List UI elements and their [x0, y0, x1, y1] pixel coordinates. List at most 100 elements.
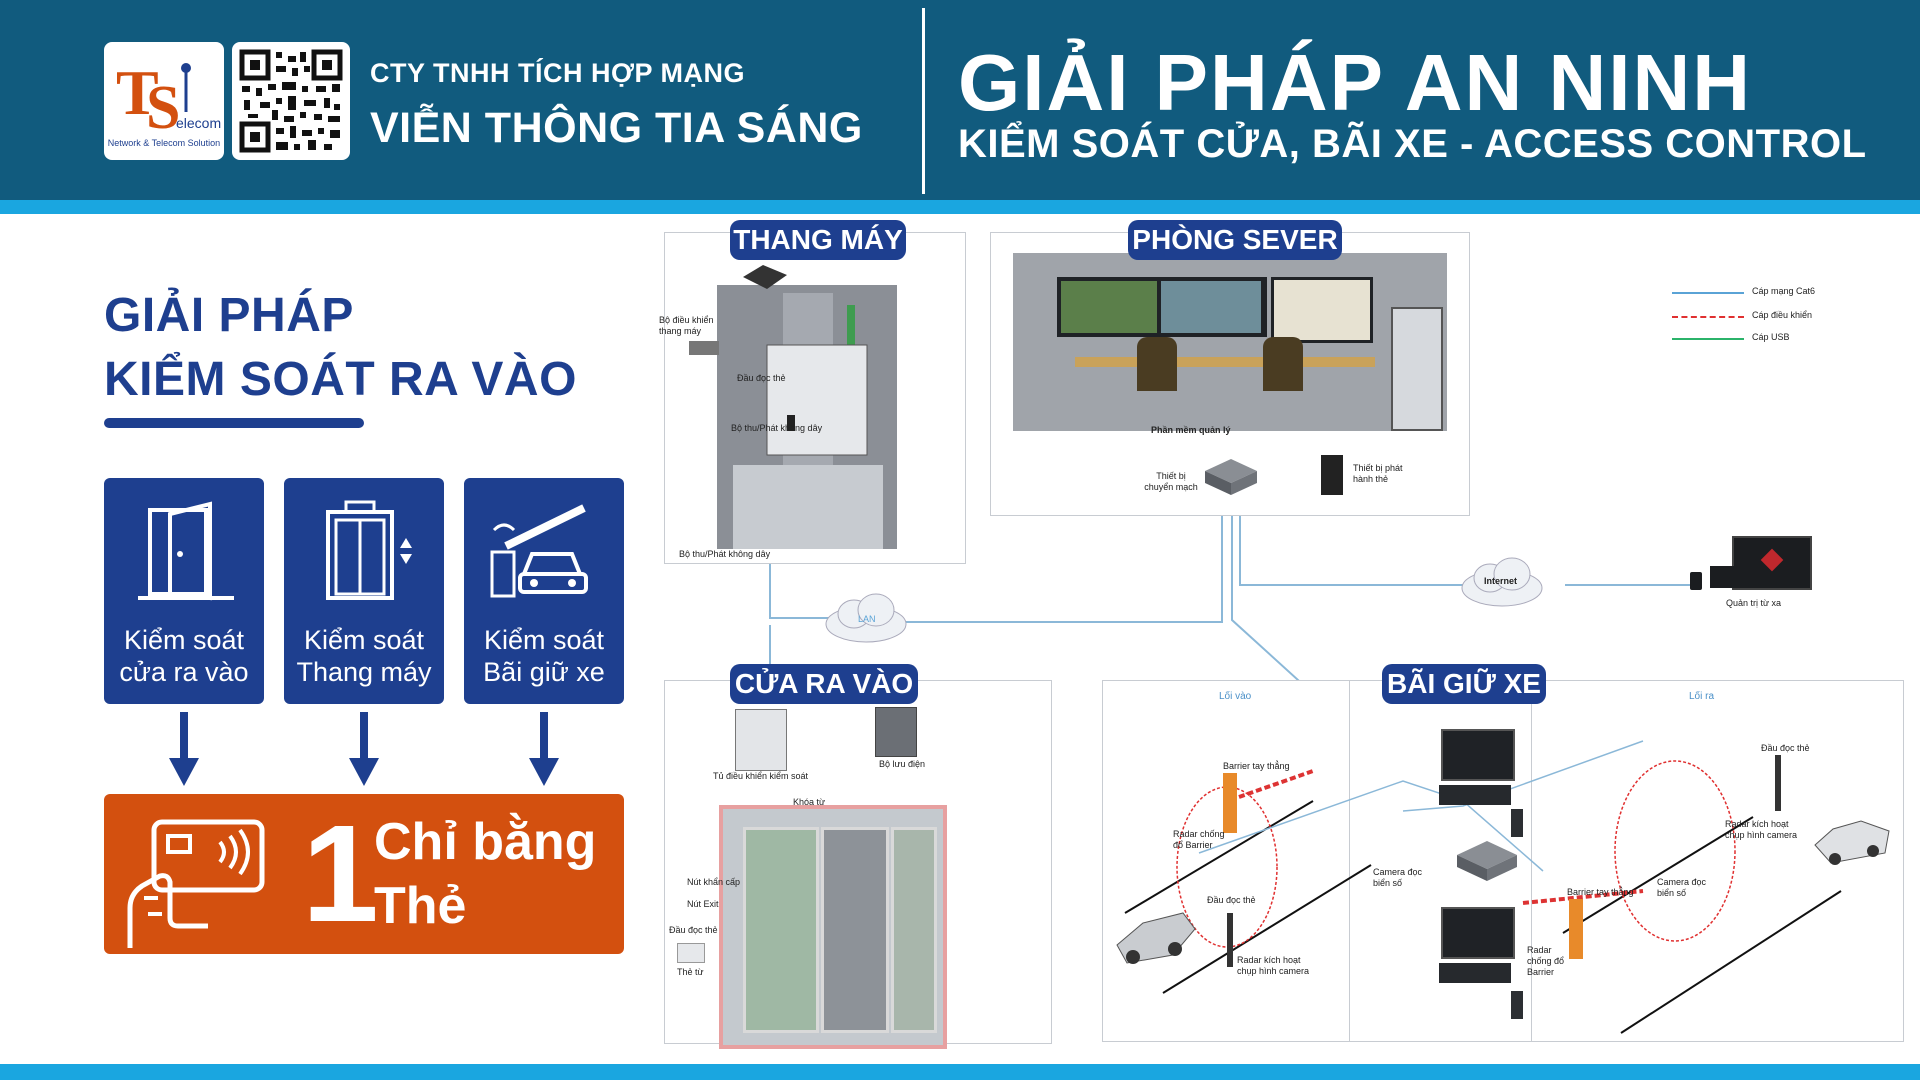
barrier-left	[1223, 773, 1237, 833]
entry-label: Lối vào	[1219, 691, 1252, 702]
barrier-right	[1569, 899, 1583, 959]
door-icon	[138, 501, 234, 601]
radar-cam-right-label: Radar kích hoạt chụp hình camera	[1725, 819, 1798, 840]
parking-recorder-top	[1439, 785, 1511, 805]
server-rack	[1391, 307, 1443, 431]
server-room-tag: PHÒNG SEVER	[1128, 220, 1342, 260]
legend-usb-line	[1672, 338, 1744, 340]
door-tag: CỬA RA VÀO	[730, 664, 918, 704]
camera-left-label: Camera đọc biển số	[1373, 867, 1423, 888]
legend-control: Cáp điều khiển	[1752, 310, 1813, 320]
card-label: Thẻ từ	[677, 967, 704, 977]
header-divider	[922, 8, 925, 194]
remote-laptop	[1710, 566, 1736, 588]
company-line1: CTY TNHH TÍCH HỢP MẠNG	[370, 58, 746, 88]
barrier-car-icon	[490, 504, 588, 598]
door-panel: Tủ điều khiển kiểm soát Bộ lưu điện Khóa…	[664, 680, 1052, 1049]
card-issuer-device	[1321, 455, 1343, 495]
video-wall	[1057, 277, 1267, 337]
title-underline	[104, 418, 364, 428]
card-issuer-label: Thiết bị phát hành thẻ	[1353, 463, 1403, 484]
result-line2: Thẻ	[374, 877, 467, 935]
rfid-card	[677, 943, 705, 963]
left-title: GIẢI PHÁP KIỂM SOÁT RA VÀO	[104, 284, 577, 412]
parking-monitor-top	[1441, 729, 1515, 781]
parking-monitor-bottom	[1441, 907, 1515, 959]
svg-text:T: T	[116, 57, 159, 128]
magnetic-lock-label: Khóa từ	[793, 797, 826, 807]
remote-monitor	[1732, 536, 1812, 590]
camera-right-label: Camera đọc biển số	[1657, 877, 1707, 898]
elevator-reader-label: Đầu đọc thẻ	[737, 373, 786, 383]
legend-cat6: Cáp mạng Cat6	[1752, 286, 1816, 296]
hand-card-icon	[127, 819, 265, 948]
result-line1: Chỉ bằng	[374, 813, 597, 871]
ts-logo-icon: T S elecom	[116, 57, 221, 142]
arrow-down-icon	[169, 712, 199, 786]
elevator-controller-label: Bộ điều khiển thang máy	[659, 315, 714, 336]
parking-tag: BÃI GIỮ XE	[1382, 664, 1546, 704]
legend-cat6-line	[1672, 292, 1744, 294]
legend-control-line	[1672, 316, 1744, 318]
reader-left-label: Đầu đọc thẻ	[1207, 895, 1256, 905]
glass-door	[719, 805, 947, 1049]
storage-label: Bộ lưu điện	[879, 759, 926, 769]
result-text: Chỉ bằng Thẻ	[374, 810, 596, 938]
internet-label: Internet	[1484, 576, 1518, 586]
elevator-wireless-bottom-label: Bộ thu/Phát không dây	[679, 549, 771, 559]
company-name: VIỄN THÔNG TIA SÁNG	[370, 104, 863, 152]
control-cabinet	[735, 709, 787, 771]
management-software-label: Phần mềm quản lý	[1151, 425, 1231, 435]
operator-figure	[1263, 337, 1303, 391]
exit-button-label: Nút Exit	[687, 899, 719, 909]
remote-phone	[1690, 572, 1702, 590]
car-right-icon	[1814, 820, 1890, 865]
qr-code	[232, 42, 350, 160]
parking-lanes	[1124, 740, 1842, 1034]
reader-right-label: Đầu đọc thẻ	[1761, 743, 1810, 753]
parking-panel: Lối vào Lối ra Barrier tay thẳng Radar c…	[1102, 680, 1904, 1042]
wireless-device-icon	[743, 265, 787, 289]
parking-traffic-light-top	[1511, 809, 1523, 837]
lan-cloud-icon	[825, 593, 907, 643]
operator-figure	[1137, 337, 1177, 391]
reader-right-post	[1775, 755, 1781, 811]
legend-usb: Cáp USB	[1752, 332, 1790, 342]
barrier-right-label: Barrier tay thẳng	[1567, 887, 1634, 897]
parking-divider	[1349, 681, 1350, 1041]
elevator-wireless-top-label: Bộ thu/Phát không dây	[731, 423, 823, 433]
arrow-down-icon	[349, 712, 379, 786]
server-room-panel: Phần mềm quản lý Thiết bị chuyển mạch Th…	[990, 232, 1470, 516]
solution-title: GIẢI PHÁP AN NINH	[958, 38, 1753, 127]
door-reader-label: Đầu đọc thẻ	[669, 925, 718, 935]
elevator-shaft-icon	[717, 285, 897, 549]
company-logo: T S elecom Network & Telecom Solution	[104, 42, 224, 160]
map-display	[1271, 277, 1373, 343]
header-stripe	[0, 200, 1920, 214]
remote-admin-label: Quản trị từ xa	[1726, 598, 1782, 608]
server-room-illustration	[1013, 253, 1447, 431]
radar-cam-left-label: Radar kích hoạt chụp hình camera	[1237, 955, 1310, 976]
svg-text:elecom: elecom	[176, 115, 221, 131]
cabinet-label: Tủ điều khiển kiểm soát	[713, 771, 809, 781]
logo-tagline: Network & Telecom Solution	[107, 138, 221, 148]
switch-label: Thiết bị chuyển mạch	[1144, 471, 1198, 492]
internet-cloud-icon	[1461, 557, 1543, 607]
solution-subtitle: KIỂM SOÁT CỬA, BÃI XE - ACCESS CONTROL	[958, 122, 1867, 166]
lan-label: LAN	[858, 614, 876, 624]
parking-traffic-light-bottom	[1511, 991, 1523, 1019]
elevator-panel: Bộ điều khiển thang máy Đầu đọc thẻ Bộ t…	[659, 232, 966, 564]
ups-box	[875, 707, 917, 757]
svg-text:S: S	[146, 74, 180, 142]
parking-recorder-bottom	[1439, 963, 1511, 983]
parking-switch-icon	[1457, 841, 1517, 881]
network-switch-icon	[1205, 459, 1257, 495]
left-title-line2: KIỂM SOÁT RA VÀO	[104, 353, 577, 406]
reader-left-post	[1227, 913, 1233, 967]
